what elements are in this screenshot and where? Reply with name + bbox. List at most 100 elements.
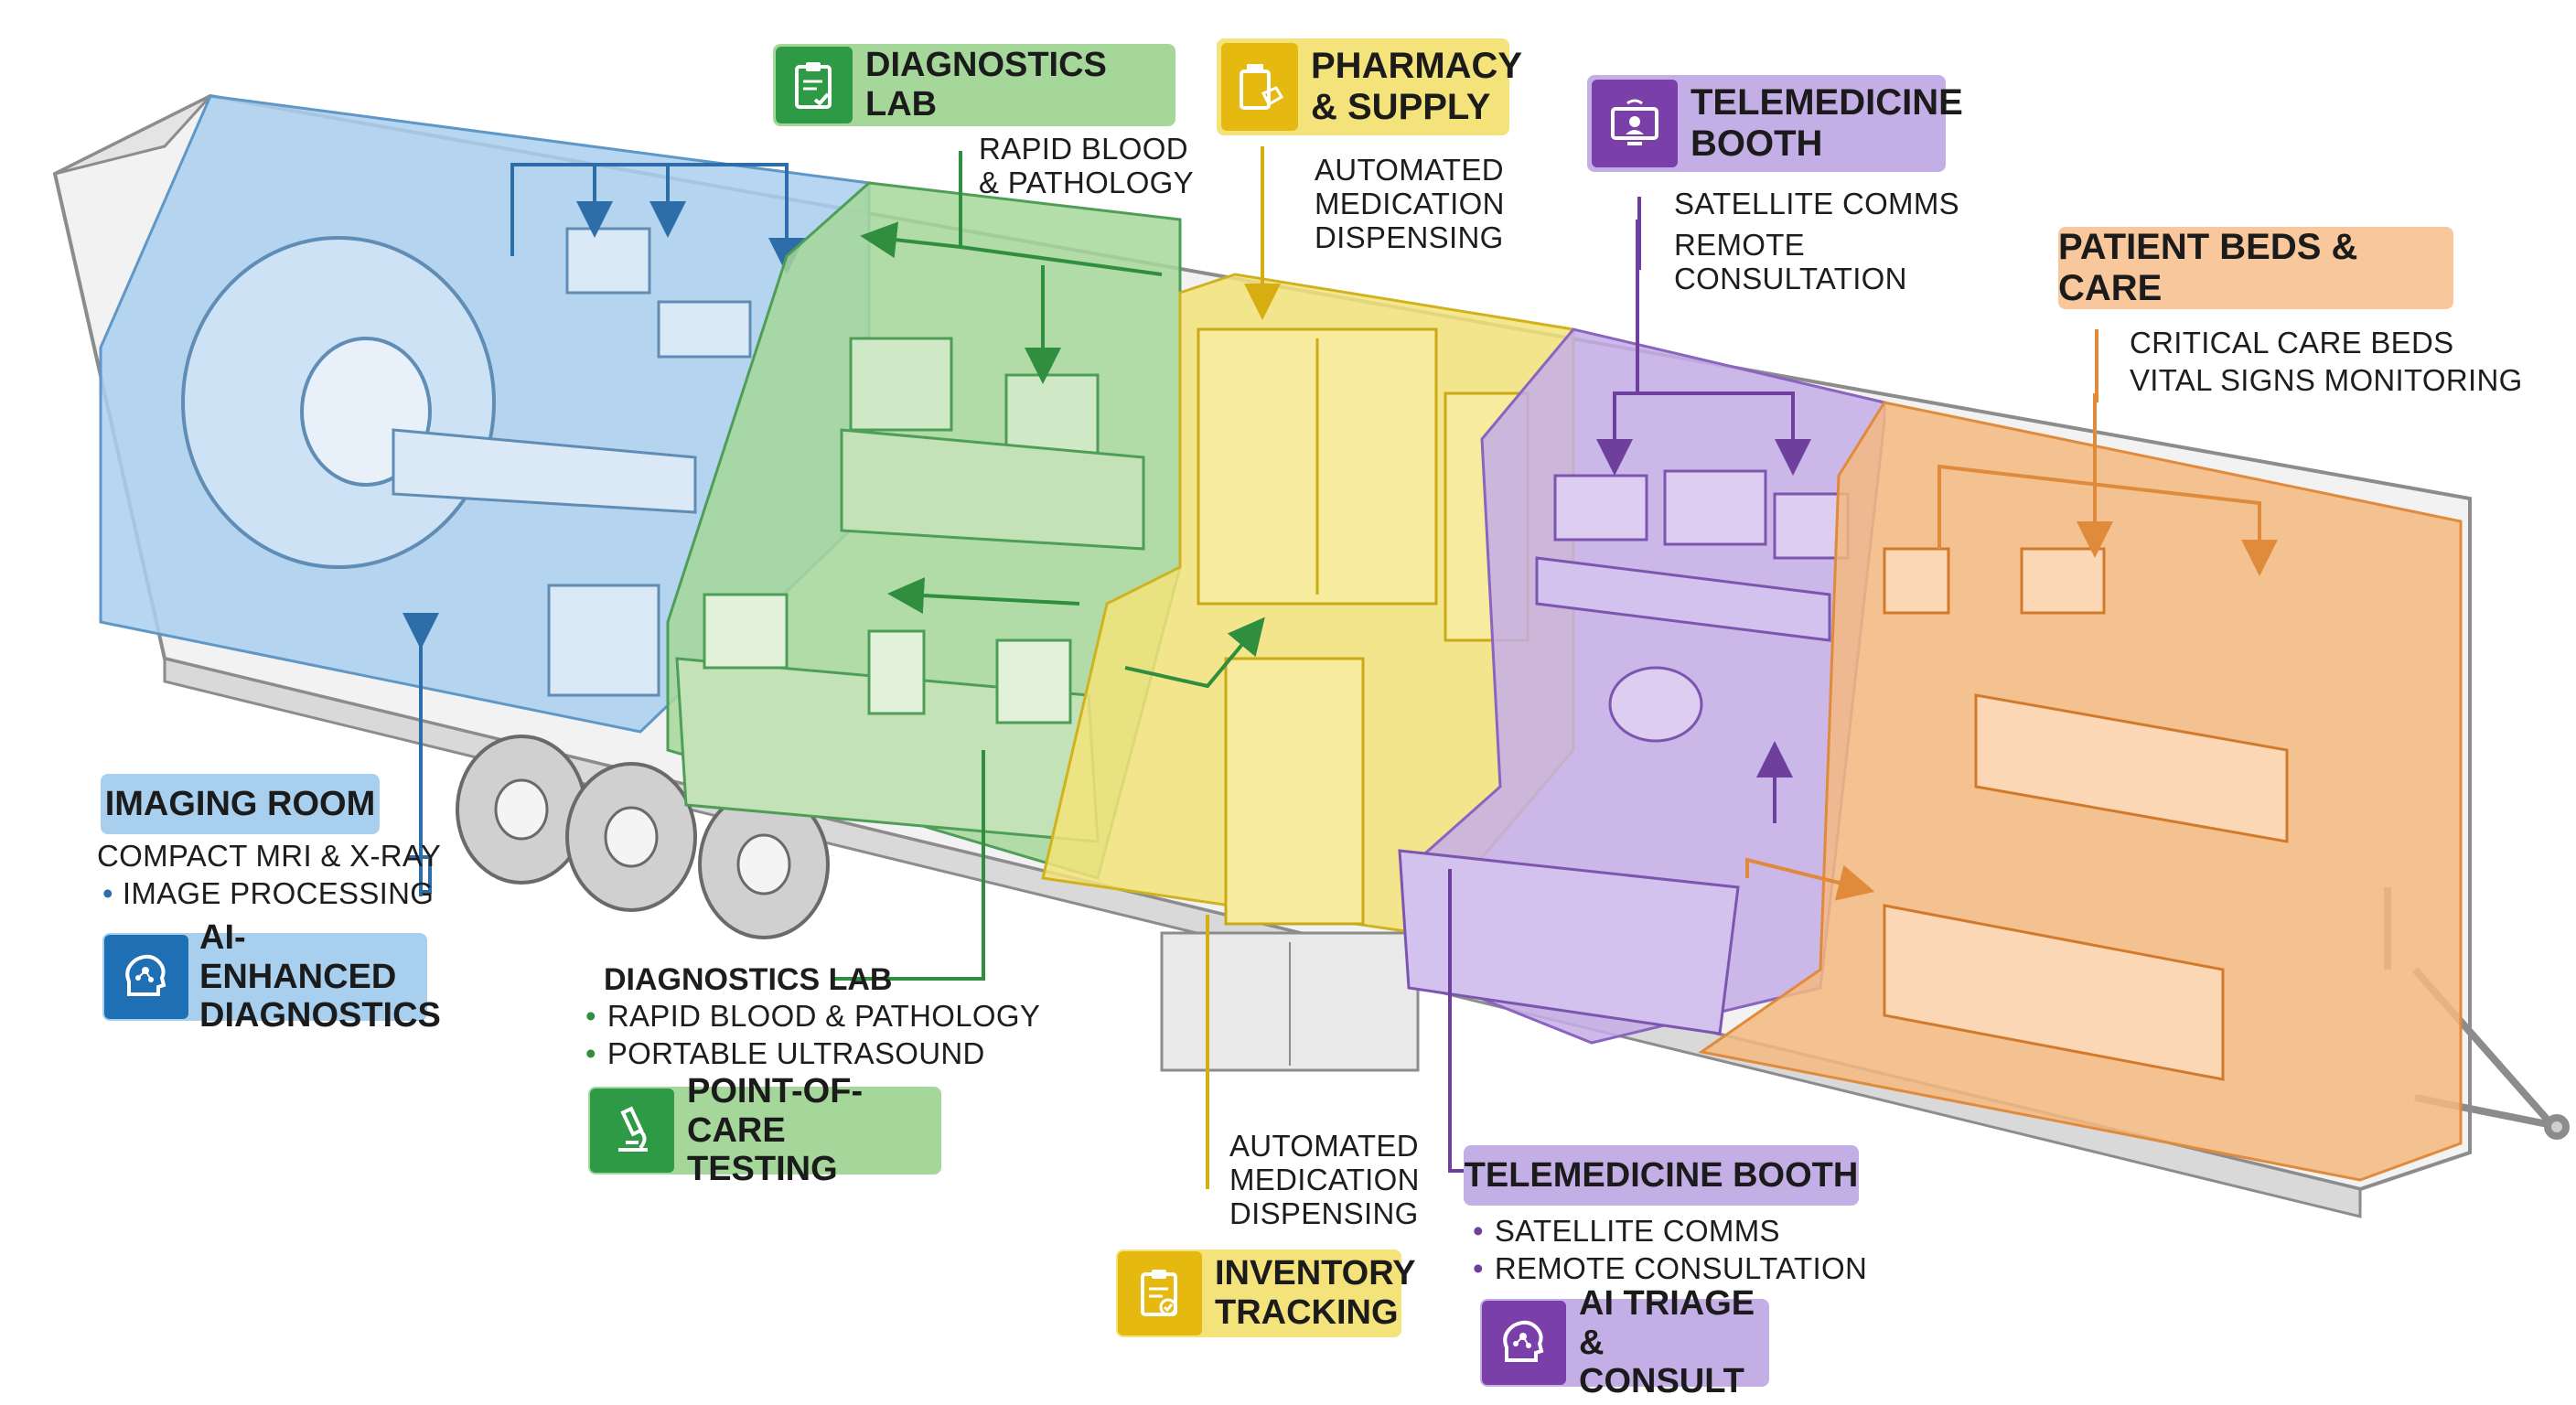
wheel-3 bbox=[698, 789, 830, 939]
beds-line-2: VITAL SIGNS MONITORING bbox=[2130, 362, 2523, 397]
ai-enhanced-diagnostics-chip: AI-ENHANCED DIAGNOSTICS bbox=[102, 918, 441, 1035]
ai-brain-icon bbox=[1482, 1301, 1566, 1385]
telemed-desk bbox=[1535, 556, 1831, 642]
printer bbox=[703, 593, 789, 670]
point-of-care-testing-chip: POINT-OF-CARE TESTING bbox=[588, 1072, 941, 1188]
lab-analyzer-2 bbox=[1004, 373, 1100, 459]
microscope bbox=[867, 629, 926, 715]
lab-zone bbox=[666, 151, 1182, 880]
office-chair bbox=[1608, 666, 1703, 743]
pharmacy-title-line-1: PHARMACY bbox=[1311, 46, 1523, 87]
ai-brain-icon bbox=[104, 935, 188, 1019]
telemed-top-bracket bbox=[1637, 197, 1641, 270]
telemedicine-top-desc: SATELLITE COMMS REMOTE CONSULTATION bbox=[1674, 187, 1959, 296]
ai-triage-line-1: AI TRIAGE bbox=[1579, 1284, 1755, 1324]
pharmacy-top-line-1: AUTOMATED bbox=[1315, 153, 1504, 187]
lab-counter bbox=[840, 428, 1145, 551]
diagnostics-lab-top-desc: RAPID BLOOD & PATHOLOGY bbox=[979, 132, 1194, 200]
xray-arm bbox=[657, 300, 752, 359]
ai-triage-consult-chip: AI TRIAGE & CONSULT bbox=[1480, 1284, 1769, 1400]
telemedicine-top-chip: TELEMEDICINE BOOTH bbox=[1587, 75, 1963, 172]
inventory-line-2: TRACKING bbox=[1215, 1293, 1399, 1332]
wheel-1 bbox=[456, 735, 587, 885]
lab-bottom-item-2: PORTABLE ULTRASOUND bbox=[606, 1035, 985, 1070]
xray-viewer bbox=[565, 227, 651, 295]
telemedicine-top-title: TELEMEDICINE BOOTH bbox=[1690, 82, 1963, 165]
wheel-2 bbox=[565, 762, 697, 912]
lab-bottom-item-2-row: •PORTABLE ULTRASOUND bbox=[585, 1035, 985, 1070]
imaging-workstation bbox=[547, 584, 660, 697]
telemed-top-line-3: CONSULTATION bbox=[1674, 261, 1907, 295]
lab-top-line-1: RAPID BLOOD bbox=[979, 132, 1188, 166]
pharmacy-top-title: PHARMACY & SUPPLY bbox=[1311, 46, 1522, 128]
telemed-top-line-1: SATELLITE COMMS bbox=[1674, 187, 1959, 220]
ai-enhanced-line-2: DIAGNOSTICS bbox=[199, 996, 441, 1035]
patient-bed-1 bbox=[1974, 693, 2289, 843]
pharmacy-title-line-2: & SUPPLY bbox=[1311, 87, 1491, 127]
pharmacy-bottom-line-3: DISPENSING bbox=[1229, 1196, 1419, 1230]
telemed-bottom-item-2: REMOTE CONSULTATION bbox=[1494, 1250, 1868, 1285]
monitor-left bbox=[1553, 474, 1648, 542]
mri-table bbox=[392, 428, 697, 514]
clipboard-check-icon bbox=[776, 47, 853, 123]
telemed-top-line-2: REMOTE bbox=[1674, 227, 1805, 262]
storage-fridge bbox=[1224, 657, 1365, 926]
trailer-wheels bbox=[456, 735, 830, 939]
diagnostics-lab-bottom-title: DIAGNOSTICS LAB bbox=[604, 962, 893, 997]
imaging-zone bbox=[99, 94, 871, 734]
imaging-line-1: COMPACT MRI & X-RAY bbox=[97, 839, 442, 873]
microscope-icon bbox=[590, 1089, 674, 1173]
ai-enhanced-line-1: AI-ENHANCED bbox=[199, 918, 397, 996]
monitor-center bbox=[1663, 469, 1767, 546]
pharmacy-zone bbox=[1041, 146, 1575, 935]
lab-top-line-2: & PATHOLOGY bbox=[979, 165, 1194, 199]
imaging-line-2-row: •IMAGE PROCESSING bbox=[102, 875, 435, 910]
lab-bottom-item-1: RAPID BLOOD & PATHOLOGY bbox=[606, 999, 1041, 1033]
portable-ultrasound bbox=[995, 638, 1072, 724]
ai-enhanced-diagnostics-text: AI-ENHANCED DIAGNOSTICS bbox=[199, 918, 441, 1035]
pharmacy-bottom-desc: AUTOMATED MEDICATION DISPENSING bbox=[1229, 1129, 1420, 1231]
pharmacy-top-line-3: DISPENSING bbox=[1315, 220, 1504, 254]
beds-zone bbox=[1698, 393, 2463, 1182]
telemed-bottom-item-2-row: •REMOTE CONSULTATION bbox=[1473, 1250, 1868, 1285]
telemed-title-line-1: TELEMEDICINE bbox=[1690, 82, 1963, 123]
undercarriage-storage bbox=[1160, 931, 1420, 1072]
patient-beds-desc: CRITICAL CARE BEDS VITAL SIGNS MONITORIN… bbox=[2130, 326, 2523, 398]
pharmacy-top-desc: AUTOMATED MEDICATION DISPENSING bbox=[1315, 153, 1505, 255]
clipboard-check-icon bbox=[1118, 1251, 1202, 1335]
diagnostics-lab-bottom-desc: •RAPID BLOOD & PATHOLOGY •PORTABLE ULTRA… bbox=[585, 999, 1041, 1071]
inventory-line-1: INVENTORY bbox=[1215, 1254, 1416, 1293]
inventory-tracking-text: INVENTORY TRACKING bbox=[1215, 1254, 1416, 1332]
pharmacy-bottom-line-2: MEDICATION bbox=[1229, 1162, 1420, 1196]
beds-line-1: CRITICAL CARE BEDS bbox=[2130, 326, 2454, 359]
consult-desk bbox=[1398, 849, 1740, 1035]
medicine-box-icon bbox=[1221, 43, 1298, 131]
poc-line-1: POINT-OF-CARE bbox=[687, 1072, 864, 1150]
telemedicine-bottom-title: TELEMEDICINE BOOTH bbox=[1464, 1155, 1859, 1195]
lab-bottom-item-1-row: •RAPID BLOOD & PATHOLOGY bbox=[585, 999, 1041, 1033]
telemedicine-bottom-chip: TELEMEDICINE BOOTH bbox=[1464, 1145, 1859, 1206]
vital-monitor-1 bbox=[1883, 547, 1950, 615]
patient-bed-2 bbox=[1883, 904, 2225, 1081]
telemed-title-line-2: BOOTH bbox=[1690, 123, 1823, 164]
patient-beds-chip: PATIENT BEDS & CARE bbox=[2058, 227, 2453, 309]
pharmacy-bottom-line-1: AUTOMATED bbox=[1229, 1129, 1419, 1163]
lab-analyzer-1 bbox=[849, 337, 953, 432]
pharmacy-top-line-2: MEDICATION bbox=[1315, 186, 1505, 220]
vital-monitor-2 bbox=[2020, 547, 2106, 615]
telemed-bottom-item-1-row: •SATELLITE COMMS bbox=[1473, 1214, 1780, 1248]
point-of-care-text: POINT-OF-CARE TESTING bbox=[687, 1072, 932, 1189]
diagnostics-lab-top-title: DIAGNOSTICS LAB bbox=[865, 46, 1107, 123]
telemedicine-bottom-desc: •SATELLITE COMMS •REMOTE CONSULTATION bbox=[1473, 1214, 1868, 1286]
inventory-tracking-chip: INVENTORY TRACKING bbox=[1116, 1249, 1416, 1337]
imaging-room-chip: IMAGING ROOM bbox=[101, 774, 380, 834]
poc-line-2: TESTING bbox=[687, 1150, 838, 1189]
telemed-bottom-item-1: SATELLITE COMMS bbox=[1494, 1214, 1780, 1248]
imaging-room-desc: COMPACT MRI & X-RAY •IMAGE PROCESSING bbox=[97, 839, 442, 911]
imaging-line-2: IMAGE PROCESSING bbox=[122, 875, 435, 910]
pharmacy-top-chip: PHARMACY & SUPPLY bbox=[1217, 38, 1522, 135]
telemedicine-monitor-icon bbox=[1592, 80, 1678, 167]
beds-bracket bbox=[2095, 329, 2098, 402]
ai-triage-text: AI TRIAGE & CONSULT bbox=[1579, 1284, 1760, 1401]
